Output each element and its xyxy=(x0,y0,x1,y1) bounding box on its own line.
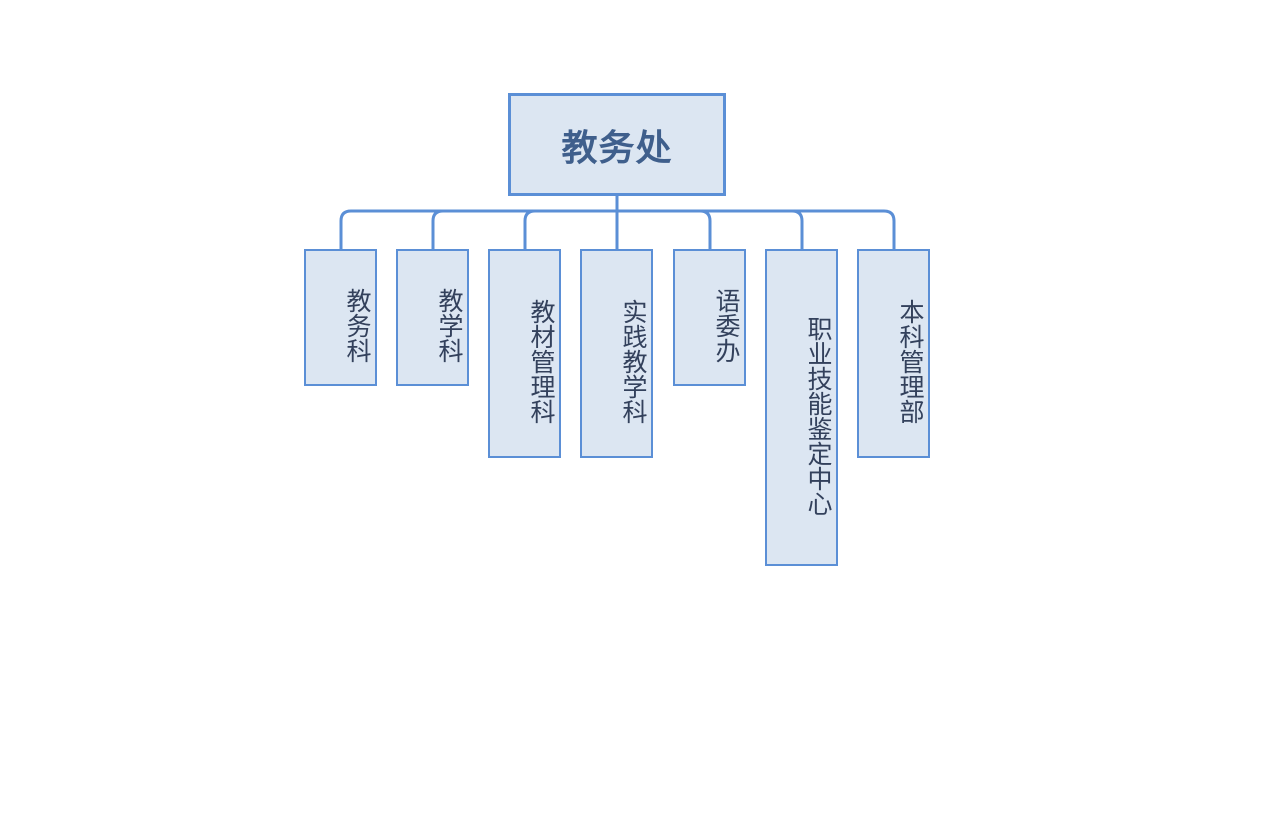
child-node-label: 教务科 xyxy=(343,288,372,363)
child-node-2: 教学科 xyxy=(396,249,469,386)
connector-child-2 xyxy=(431,209,444,249)
connector-child-1 xyxy=(339,209,352,249)
child-node-7: 本科管理部 xyxy=(857,249,930,458)
child-node-1: 教务科 xyxy=(304,249,377,386)
child-node-label: 本科管理部 xyxy=(896,299,925,424)
child-node-4: 实践教学科 xyxy=(580,249,653,458)
connector-child-7 xyxy=(883,209,896,249)
child-node-label: 职业技能鉴定中心 xyxy=(804,315,833,516)
root-node: 教务处 xyxy=(508,93,726,196)
connector-child-6 xyxy=(791,209,804,249)
child-node-label: 教学科 xyxy=(435,288,464,363)
child-node-3: 教材管理科 xyxy=(488,249,561,458)
child-node-label: 语委办 xyxy=(712,288,741,363)
child-node-5: 语委办 xyxy=(673,249,746,386)
child-node-6: 职业技能鉴定中心 xyxy=(765,249,838,566)
child-node-label: 教材管理科 xyxy=(527,299,556,424)
connector-child-5 xyxy=(699,209,712,249)
root-node-label: 教务处 xyxy=(561,127,673,169)
child-node-label: 实践教学科 xyxy=(619,299,648,424)
connector-child-3 xyxy=(523,209,536,249)
